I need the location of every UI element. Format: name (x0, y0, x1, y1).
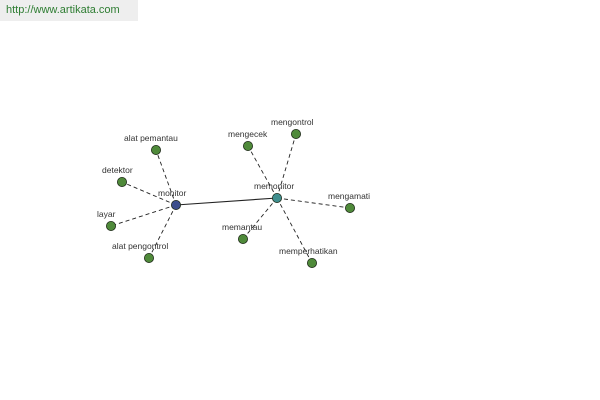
node-label-mengamati: mengamati (328, 191, 370, 201)
node-monitor[interactable] (170, 199, 181, 210)
labels-layer: monitor memonitor alat pemantau detektor lay… (97, 117, 370, 256)
node-detektor[interactable] (117, 176, 128, 187)
node-label-alat-pemantau: alat pemantau (124, 133, 178, 143)
node-label-mengecek: mengecek (228, 129, 268, 139)
node-mengamati[interactable] (344, 202, 355, 213)
edge-memonitor-mengecek (247, 145, 278, 199)
node-label-memperhatikan: memperhatikan (279, 246, 338, 256)
edge-memonitor-memperhatikan (276, 197, 313, 264)
node-label-layar: layar (97, 209, 116, 219)
edges-layer (110, 133, 351, 264)
edge-monitor-layar (110, 204, 177, 227)
watermark-url[interactable]: http://www.artikata.com (0, 0, 138, 21)
node-alat-pemantau[interactable] (150, 144, 161, 155)
node-label-memantau: memantau (222, 222, 262, 232)
edge-memonitor-mengamati (276, 197, 351, 209)
node-label-detektor: detektor (102, 165, 133, 175)
node-layar[interactable] (106, 220, 117, 231)
node-label-mengontrol: mengontrol (271, 117, 314, 127)
nodes-layer (106, 128, 355, 268)
edge-monitor-alat-pemantau (155, 149, 177, 206)
node-mengecek[interactable] (242, 140, 253, 151)
node-label-alat-pengontrol: alat pengontrol (112, 241, 168, 251)
edge-monitor-alat-pengontrol (148, 204, 177, 259)
node-memonitor[interactable] (271, 192, 282, 203)
edge-memonitor-memantau (242, 197, 278, 240)
node-label-monitor: monitor (158, 188, 187, 198)
edge-monitor-memonitor (175, 197, 278, 206)
node-memperhatikan[interactable] (306, 257, 317, 268)
node-label-memonitor: memonitor (254, 181, 294, 191)
edge-monitor-detektor (121, 181, 177, 206)
node-alat-pengontrol[interactable] (143, 252, 154, 263)
node-memantau[interactable] (237, 233, 248, 244)
node-mengontrol[interactable] (290, 128, 301, 139)
